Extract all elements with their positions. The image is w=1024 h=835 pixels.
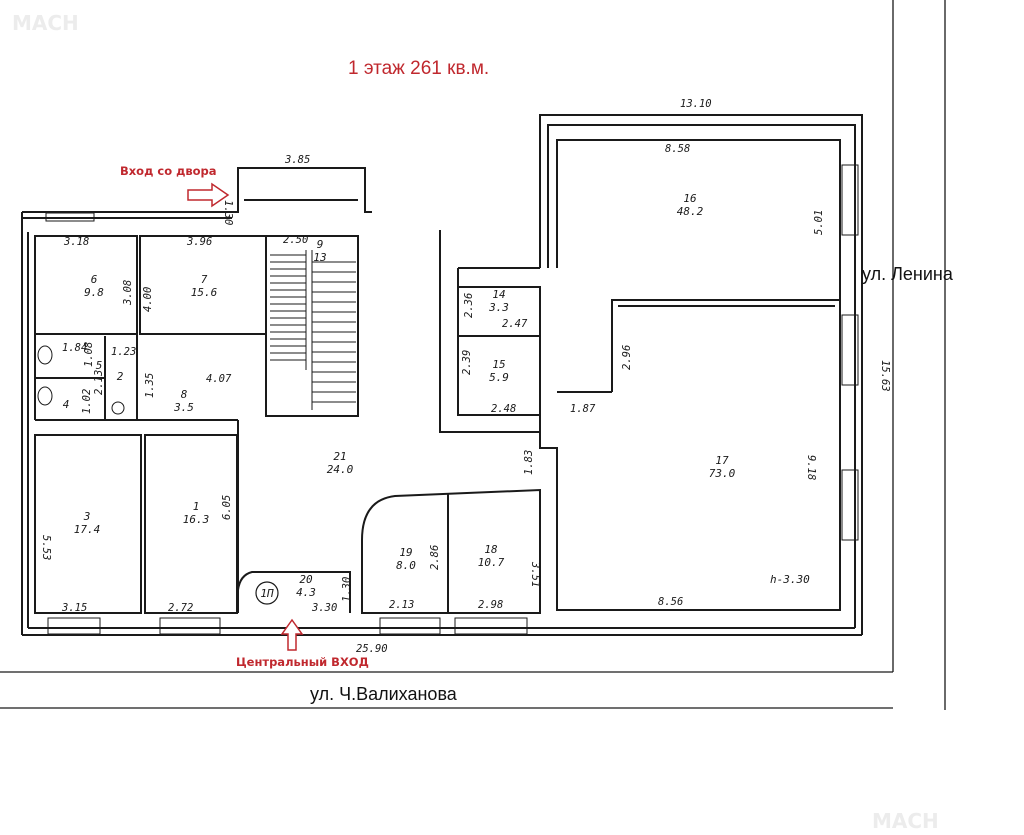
dimension-label: 6.05 (221, 495, 233, 520)
dimension-label: 2.50 (283, 234, 308, 246)
dimension-label: 15.63 (879, 360, 891, 392)
room-area: 5.9 (489, 371, 509, 384)
watermark-bottom: МАСН (872, 809, 939, 833)
stair-marker-icon (255, 581, 279, 605)
dimension-label: 2.86 (429, 545, 441, 570)
dimension-label: 3.08 (122, 280, 134, 306)
dimension-label: 1.30 (222, 200, 234, 225)
ceiling-height: h-3.30 (770, 573, 810, 586)
dimension-label: 4.07 (206, 373, 232, 385)
dimension-label: 2.72 (168, 602, 193, 614)
dimension-label: 9.18 (805, 455, 817, 480)
toilet-icon (37, 345, 125, 415)
room-area: 8.0 (396, 559, 416, 572)
room-number: 3 (83, 510, 91, 523)
dimension-label: 1.35 (144, 373, 156, 398)
room-number: 4 (63, 398, 70, 411)
dimension-label: 3.85 (284, 154, 310, 166)
street-lenina: ул. Ленина (862, 264, 954, 284)
dimension-label: 1.30 (341, 577, 353, 602)
watermark-top: МАСН (12, 11, 79, 35)
dimension-label: 1.83 (523, 450, 535, 475)
yard-entrance-arrow-icon (187, 182, 230, 208)
dimension-label: 25.90 (356, 643, 388, 655)
central-entrance-label: Центральный ВХОД (236, 655, 369, 669)
room-number: 16 (683, 192, 697, 205)
central-entrance-arrow-icon (280, 618, 304, 651)
room-number: 14 (492, 288, 505, 301)
dimension-label: 2.13 (389, 599, 414, 611)
walls (21, 114, 863, 636)
dimension-label: 2.48 (491, 403, 516, 415)
street-boundaries (0, 0, 946, 710)
dimension-label: 2.13 (93, 370, 105, 395)
dimension-label: 1.02 (81, 389, 93, 414)
room-area: 73.0 (709, 467, 736, 480)
room-number: 2 (117, 370, 124, 383)
dimension-label: 4.00 (142, 287, 154, 312)
dimension-labels: 13.10 3.85 1.30 8.58 5.01 3.18 3.96 2.50… (40, 98, 891, 655)
dimension-label: 8.56 (658, 596, 683, 608)
windows (45, 164, 859, 635)
dimension-label: 13.10 (680, 98, 712, 110)
room-number: 6 (91, 273, 98, 286)
room-area: 10.7 (478, 556, 505, 569)
dimension-label: 5.53 (40, 535, 52, 560)
dimension-label: 2.47 (502, 318, 528, 330)
dimension-label: 2.36 (463, 293, 475, 318)
room-number: 8 (181, 388, 188, 401)
street-valikhanova: ул. Ч.Валиханова (310, 684, 458, 704)
dimension-label: 1.87 (570, 403, 596, 415)
room-area: 15.6 (191, 286, 218, 299)
room-area: 4.3 (296, 586, 316, 599)
room-area: 3.5 (173, 401, 194, 414)
room-number: 17 (715, 454, 729, 467)
dimension-label: 2.98 (478, 599, 503, 611)
dimension-label: 3.96 (186, 236, 212, 248)
room-number: 21 (333, 450, 346, 463)
room-number: 15 (492, 358, 505, 371)
stair-marker-label: 1П (260, 587, 274, 600)
room-area: 9.8 (84, 286, 104, 299)
room-area: 24.0 (327, 463, 354, 476)
room-number: 19 (399, 546, 412, 559)
room-number: 7 (201, 273, 208, 286)
room-number: 18 (484, 543, 498, 556)
room-area: 3.3 (488, 301, 509, 314)
stair-steps (270, 250, 356, 410)
dimension-label: 8.58 (665, 143, 690, 155)
room-number: 20 (299, 573, 313, 586)
floor-title: 1 этаж 261 кв.м. (348, 58, 489, 79)
dimension-label: 3.30 (311, 602, 337, 614)
dimension-label: 2.96 (621, 345, 633, 370)
room-number: 9 (317, 238, 324, 251)
dimension-label: 3.18 (63, 236, 89, 248)
dimension-label: 1.23 (111, 346, 136, 358)
room-area: 48.2 (677, 205, 704, 218)
dimension-label: 2.39 (461, 350, 473, 375)
dimension-label: 3.15 (61, 602, 87, 614)
room-area: 17.4 (74, 523, 101, 536)
room-area: 13 (313, 251, 326, 264)
yard-entrance-label: Вход со двора (120, 164, 217, 178)
dimension-label: 5.01 (813, 210, 825, 235)
dimension-label: 1.08 (83, 342, 95, 367)
room-labels: 6 9.8 7 15.6 9 13 2 4 5 8 3.5 3 17.4 1 1… (63, 192, 810, 599)
room-number: 1 (193, 500, 200, 513)
room-number: 5 (96, 359, 103, 372)
dimension-label: 1.84 (62, 342, 87, 354)
dimension-label: 3.51 (529, 561, 541, 587)
room-area: 16.3 (183, 513, 210, 526)
